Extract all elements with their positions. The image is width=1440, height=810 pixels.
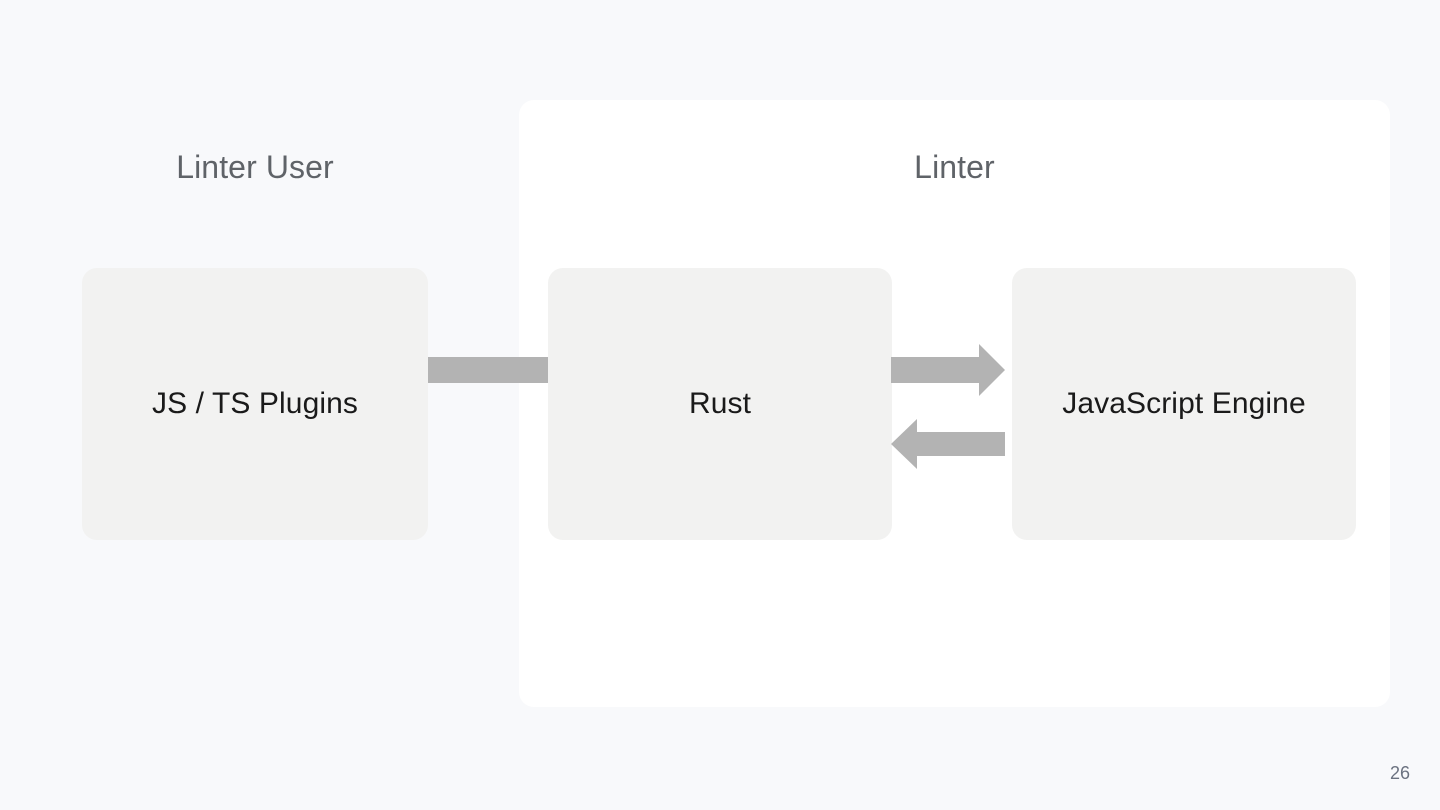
node-label-javascript-engine: JavaScript Engine: [1062, 387, 1306, 420]
connector-plugins-to-rust: [428, 357, 548, 383]
group-caption-linter: Linter: [914, 149, 995, 185]
connector-engine-to-rust: [891, 419, 1005, 469]
node-rust[interactable]: Rust: [548, 268, 892, 540]
page-number: 26: [1389, 763, 1410, 783]
node-label-rust: Rust: [688, 387, 752, 420]
connector-rust-to-engine: [891, 344, 1005, 396]
group-caption-linter-user: Linter User: [176, 149, 334, 185]
node-js-ts-plugins[interactable]: JS / TS Plugins: [82, 268, 428, 540]
node-javascript-engine[interactable]: JavaScript Engine: [1012, 268, 1356, 540]
node-label-js-ts-plugins: JS / TS Plugins: [151, 387, 359, 420]
